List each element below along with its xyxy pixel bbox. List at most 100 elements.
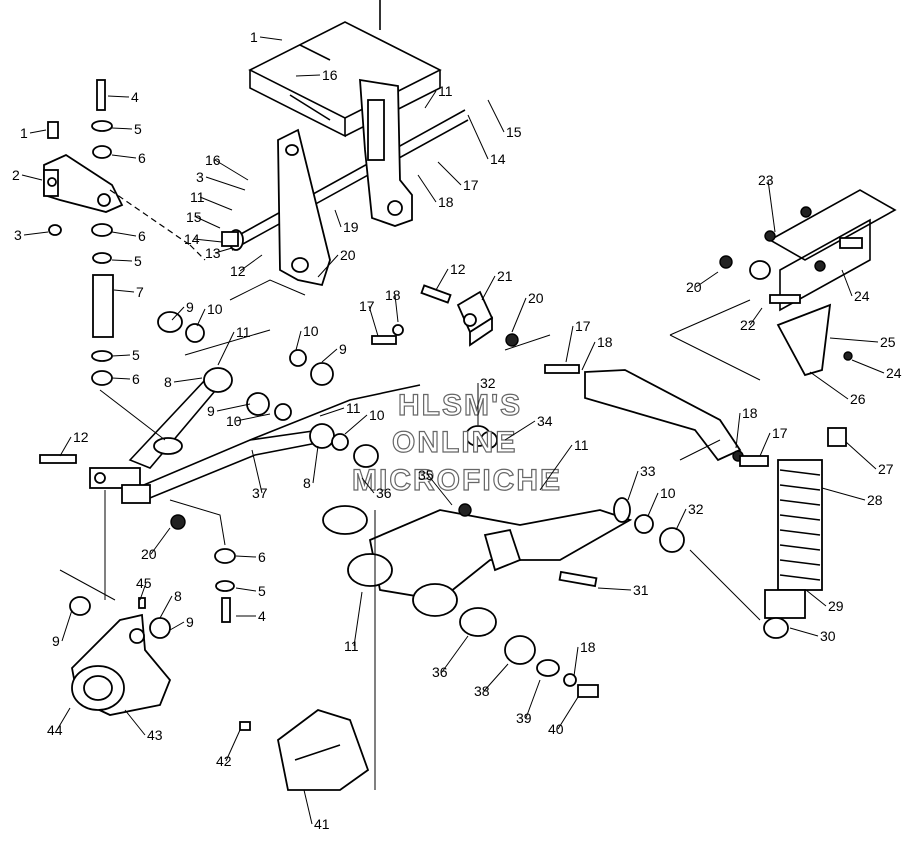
- callout-c-11d: 11: [346, 400, 361, 416]
- callout-leader-c-43: [124, 709, 146, 736]
- callout-c-10d: 10: [369, 407, 385, 423]
- callout-leader-c-32b: [675, 508, 687, 531]
- callout-leader-c-6a: [111, 154, 137, 159]
- callout-leader-c-14a: [467, 114, 489, 160]
- callout-leader-c-11e: [539, 444, 573, 491]
- callout-c-26: 26: [850, 391, 866, 407]
- spacer-stack: [47, 79, 114, 386]
- knuckle-hub: [69, 596, 172, 716]
- callout-c-3a: 3: [196, 169, 204, 185]
- callout-c-7: 7: [136, 284, 144, 300]
- callout-c-15b: 15: [186, 209, 202, 225]
- callout-leader-c-12c: [59, 436, 72, 457]
- callout-c-10a: 10: [207, 301, 223, 317]
- callout-c-20b: 20: [528, 290, 544, 306]
- callout-leader-c-9e: [169, 621, 185, 631]
- frame-upper-crossmember: [221, 0, 469, 287]
- callout-c-4a: 4: [131, 89, 139, 105]
- callout-leader-c-17d: [759, 432, 771, 457]
- callout-c-36b: 36: [432, 664, 448, 680]
- callout-leader-c-1b: [29, 129, 47, 134]
- callout-c-29: 29: [828, 598, 844, 614]
- callout-c-9b: 9: [339, 341, 347, 357]
- callout-c-24b: 24: [886, 365, 902, 381]
- callout-leader-c-12b: [435, 268, 449, 291]
- callout-c-17a: 17: [463, 177, 479, 193]
- callout-leader-c-12a: [239, 254, 263, 272]
- callout-c-13: 13: [205, 245, 221, 261]
- callout-leader-c-2: [21, 174, 43, 181]
- callout-leader-c-18e: [735, 412, 741, 449]
- rear-frame-mount: [719, 189, 897, 377]
- callout-c-43: 43: [147, 727, 163, 743]
- callout-c-12a: 12: [230, 263, 246, 279]
- callout-leader-c-14b: [193, 238, 223, 243]
- callout-leader-c-10b: [295, 330, 302, 351]
- callout-leader-c-22: [749, 307, 763, 326]
- callout-leader-c-24a: [841, 269, 853, 297]
- callout-leader-c-34: [504, 420, 536, 441]
- reference-lines: [59, 189, 761, 790]
- callout-leader-c-15b: [195, 216, 221, 229]
- callout-leader-c-11f: [353, 591, 363, 647]
- callout-c-10c: 10: [226, 413, 242, 429]
- callout-c-2: 2: [12, 167, 20, 183]
- callout-c-20a: 20: [340, 247, 356, 263]
- callout-c-19: 19: [343, 219, 359, 235]
- callout-c-11a: 11: [438, 83, 453, 99]
- callout-leader-c-18b: [394, 294, 399, 323]
- callout-c-9d: 9: [52, 633, 60, 649]
- watermark: HLSM'S ONLINE MICROFICHE: [351, 388, 560, 497]
- callout-c-24a: 24: [854, 288, 870, 304]
- callout-leader-c-9c: [216, 403, 251, 412]
- callout-leader-c-3b: [23, 231, 49, 236]
- callout-leader-c-10d: [344, 414, 368, 435]
- callout-leader-c-9d: [61, 609, 73, 642]
- callout-leader-c-10a: [196, 308, 206, 327]
- callout-leader-c-18c: [573, 646, 579, 677]
- shock-absorber: [763, 427, 847, 639]
- callout-c-1b: 1: [20, 125, 28, 141]
- callout-c-32b: 32: [688, 501, 704, 517]
- mount-block: [371, 284, 519, 347]
- callout-leader-c-11d: [319, 407, 345, 417]
- callout-leader-c-20d: [695, 271, 719, 288]
- callout-leader-c-40: [557, 696, 579, 730]
- callout-leader-c-7: [113, 289, 135, 293]
- callout-c-27: 27: [878, 461, 894, 477]
- callout-c-10b: 10: [303, 323, 319, 339]
- callout-c-11f: 11: [344, 638, 359, 654]
- callout-c-11e: 11: [574, 437, 589, 453]
- callout-c-41: 41: [314, 816, 330, 832]
- callout-leader-c-45: [139, 582, 147, 601]
- callout-c-18d: 18: [597, 334, 613, 350]
- callout-leader-c-38: [483, 663, 509, 692]
- callout-leader-c-44: [56, 707, 71, 731]
- shock-bracket: [544, 364, 769, 467]
- callout-c-15a: 15: [506, 124, 522, 140]
- callout-leader-c-17c: [565, 325, 574, 363]
- callout-leader-c-18a: [417, 174, 437, 203]
- callout-leader-c-6d: [235, 555, 257, 558]
- callout-c-18b: 18: [385, 287, 401, 303]
- callout-c-3b: 3: [14, 227, 22, 243]
- callout-c-16b: 16: [205, 152, 221, 168]
- callout-c-28: 28: [867, 492, 883, 508]
- callout-leader-c-29: [805, 589, 827, 607]
- callout-c-5a: 5: [134, 121, 142, 137]
- callout-c-9c: 9: [207, 403, 215, 419]
- callout-leader-c-20a: [317, 254, 339, 278]
- callout-leader-c-20b: [511, 297, 527, 333]
- callout-leader-c-11a: [424, 90, 437, 109]
- callout-c-16a: 16: [322, 67, 338, 83]
- callout-leader-c-8a: [173, 377, 203, 383]
- callout-leader-c-31: [597, 587, 632, 591]
- callout-c-9e: 9: [186, 614, 194, 630]
- callout-c-42: 42: [216, 753, 232, 769]
- callout-leader-c-9a: [171, 306, 185, 321]
- callout-c-20c: 20: [141, 546, 157, 562]
- callout-c-21: 21: [497, 268, 513, 284]
- callout-c-18e: 18: [742, 405, 758, 421]
- callout-leader-c-26: [809, 371, 849, 400]
